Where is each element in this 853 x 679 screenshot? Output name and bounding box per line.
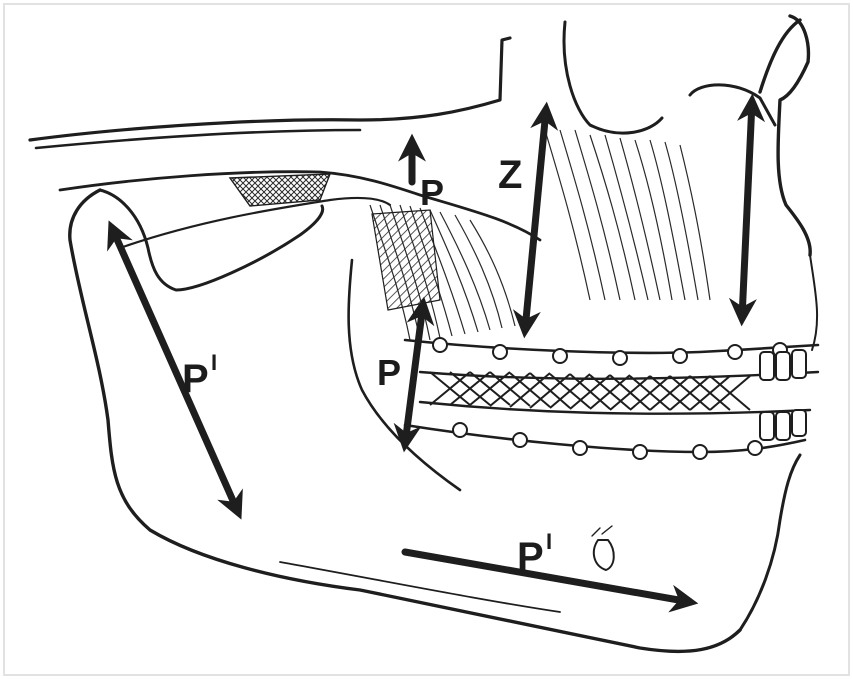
label-prime-ramus: I [211, 350, 217, 375]
label-p-wire: P [377, 352, 401, 393]
label-prime-body: I [546, 529, 552, 554]
label-p-prime-body: P [517, 535, 544, 579]
label-z: Z [498, 153, 522, 197]
label-p-upper: P [420, 172, 444, 213]
label-p-prime-ramus: P [182, 357, 209, 401]
